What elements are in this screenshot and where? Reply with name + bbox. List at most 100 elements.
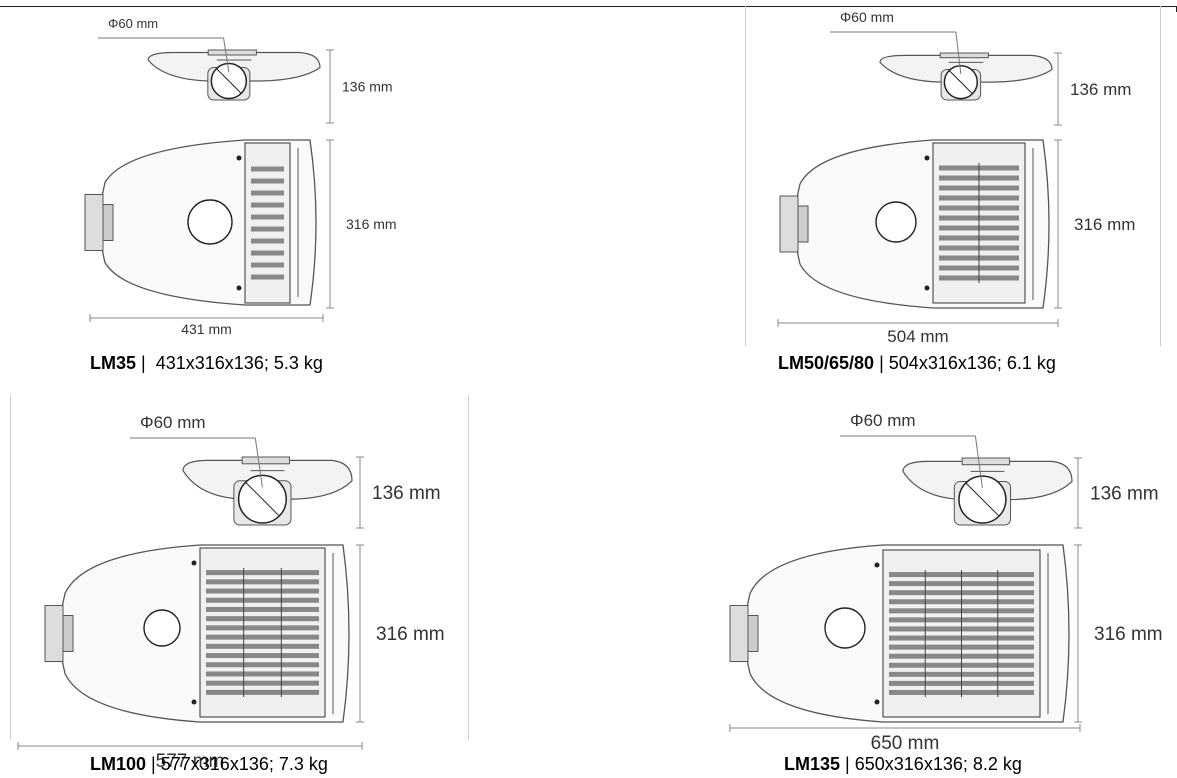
image-frame-edge xyxy=(468,395,469,740)
width-label: 316 mm xyxy=(1094,624,1163,645)
length-label: 577 mm xyxy=(156,751,225,772)
sensor-port xyxy=(143,609,181,647)
diameter-leader xyxy=(955,31,962,74)
mount-cap xyxy=(207,49,257,56)
louver-fin xyxy=(206,579,319,585)
socket-cross xyxy=(216,68,242,94)
louver-fin xyxy=(206,616,319,622)
screw xyxy=(191,560,197,566)
top-view xyxy=(44,544,350,723)
louver-fin xyxy=(206,597,319,603)
luminaire-drawing: Φ60 mm 504 mm 136 mm 316 mm xyxy=(777,9,1135,346)
luminaire-drawing: Φ60 mm 650 mm 136 mm 316 mm xyxy=(729,411,1163,754)
clamp-bolt xyxy=(102,204,114,241)
mount-clamp xyxy=(44,605,64,662)
screw xyxy=(191,699,197,705)
sensor-port xyxy=(875,201,917,243)
louver-fin xyxy=(251,262,284,268)
mount-cap xyxy=(241,456,290,465)
product-panel-lm50: Φ60 mm 504 mm 136 mm 316 mm LM50/65/80 | 50… xyxy=(600,0,1177,385)
louver-fin xyxy=(206,570,319,576)
image-frame-edge xyxy=(745,6,746,346)
separator: | xyxy=(845,754,850,774)
diameter-label: Φ60 mm xyxy=(850,411,916,430)
side-view xyxy=(182,456,353,526)
louver-fin xyxy=(206,653,319,659)
louver-fin xyxy=(251,226,284,232)
length-label: 431 mm xyxy=(181,321,232,337)
top-view xyxy=(779,139,1050,309)
caption-lm50: LM50/65/80 | 504x316x136; 6.1 kg xyxy=(778,353,1056,374)
louver-fin xyxy=(251,202,284,208)
sensor-port xyxy=(824,607,866,649)
screw xyxy=(874,699,880,705)
screw xyxy=(924,285,930,291)
screw xyxy=(924,155,930,161)
side-view xyxy=(902,457,1073,526)
diameter-leader xyxy=(254,437,263,488)
louver-fin xyxy=(206,606,319,612)
louver-fin xyxy=(251,166,284,172)
diameter-leader xyxy=(223,37,230,73)
side-view xyxy=(879,52,1053,101)
louver-fin xyxy=(206,588,319,594)
louver-fin xyxy=(206,689,319,695)
height-label: 136 mm xyxy=(1070,80,1131,99)
socket-cross xyxy=(948,70,973,95)
side-view xyxy=(147,49,321,101)
screw xyxy=(236,285,242,291)
length-label: 504 mm xyxy=(887,327,948,346)
clamp-bolt xyxy=(747,615,759,652)
length-label: 650 mm xyxy=(871,733,940,754)
model-specs: 431x316x136; 5.3 kg xyxy=(155,353,323,373)
model-name: LM35 xyxy=(90,353,137,373)
mount-cap xyxy=(961,457,1010,466)
height-label: 136 mm xyxy=(372,483,441,504)
louver-fin xyxy=(206,662,319,668)
led-panel xyxy=(199,547,326,718)
separator: | xyxy=(879,353,884,373)
louver-fin xyxy=(206,634,319,640)
width-label: 316 mm xyxy=(346,216,397,232)
top-view xyxy=(729,544,1070,723)
caption-lm135: LM135 | 650x316x136; 8.2 kg xyxy=(784,754,1022,775)
diameter-label: Φ60 mm xyxy=(840,9,894,25)
luminaire-drawing: Φ60 mm 577 mm 136 mm 316 mm xyxy=(17,413,445,772)
diameter-leader xyxy=(974,435,983,488)
clamp-bolt xyxy=(62,615,74,652)
sensor-port xyxy=(187,199,233,245)
louver-fin xyxy=(206,625,319,631)
model-specs: 650x316x136; 8.2 kg xyxy=(854,754,1022,774)
model-name: LM50/65/80 xyxy=(778,353,875,373)
louver-fin xyxy=(251,250,284,256)
top-view xyxy=(84,139,317,306)
width-label: 316 mm xyxy=(1074,215,1135,234)
mount-clamp xyxy=(729,605,749,662)
separator: | xyxy=(151,754,156,774)
model-specs: 504x316x136; 6.1 kg xyxy=(888,353,1056,373)
louver-fin xyxy=(251,274,284,280)
louver-fin xyxy=(206,671,319,677)
image-frame-edge xyxy=(1160,6,1161,346)
separator: | xyxy=(141,353,146,373)
mount-clamp xyxy=(84,194,104,251)
product-panel-lm135: Φ60 mm 650 mm 136 mm 316 mm LM135 | 650x316… xyxy=(600,390,1177,778)
socket-cross xyxy=(965,482,1000,517)
model-name: LM135 xyxy=(784,754,841,774)
height-label: 136 mm xyxy=(342,78,393,94)
model-name: LM100 xyxy=(90,754,147,774)
louver-fin xyxy=(206,680,319,686)
louver-fin xyxy=(251,238,284,244)
louver-fin xyxy=(251,190,284,196)
caption-lm35: LM35 | 431x316x136; 5.3 kg xyxy=(90,353,323,374)
louver-fin xyxy=(206,643,319,649)
width-label: 316 mm xyxy=(376,624,445,645)
louver-fin xyxy=(251,214,284,220)
screw xyxy=(874,562,880,568)
top-border xyxy=(0,6,1177,7)
height-label: 136 mm xyxy=(1090,484,1159,505)
diameter-label: Φ60 mm xyxy=(140,413,206,432)
